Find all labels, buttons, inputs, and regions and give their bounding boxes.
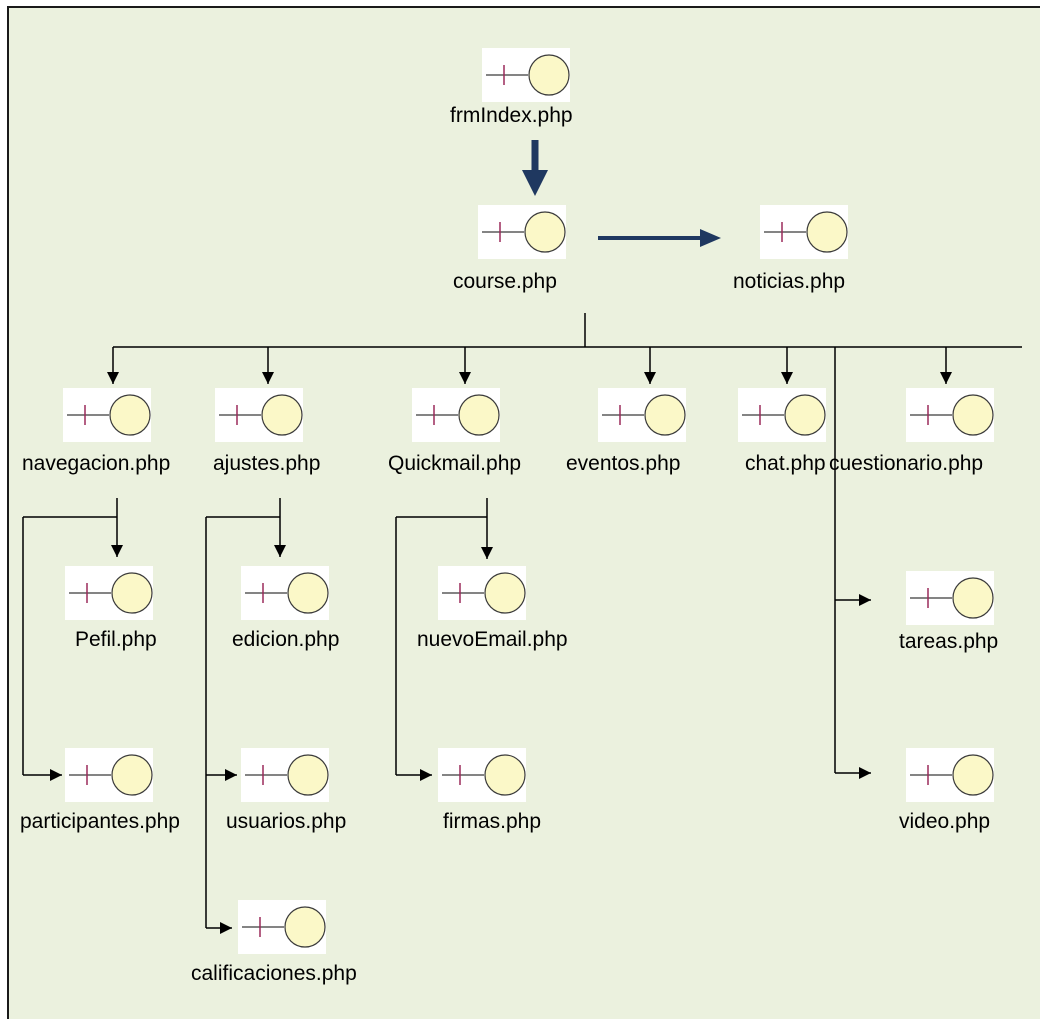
boundary-class-icon xyxy=(238,900,326,954)
node-label: firmas.php xyxy=(443,810,542,833)
boundary-class-icon xyxy=(65,566,153,620)
boundary-class-icon xyxy=(215,388,303,442)
node-label: usuarios.php xyxy=(226,810,347,833)
node-label: frmIndex.php xyxy=(450,104,573,127)
edge-frmindex-course xyxy=(522,140,548,196)
node-label: Quickmail.php xyxy=(388,452,522,475)
node-label: nuevoEmail.php xyxy=(417,628,568,651)
node-label: participantes.php xyxy=(20,810,180,833)
node-label: noticias.php xyxy=(733,270,846,293)
edge-ajustes-children xyxy=(205,498,286,934)
boundary-class-icon xyxy=(906,571,994,625)
boundary-class-icon xyxy=(738,388,826,442)
boundary-class-icon xyxy=(906,388,994,442)
boundary-class-icon xyxy=(412,388,500,442)
node-label: Pefil.php xyxy=(75,628,157,651)
boundary-class-icon xyxy=(63,388,151,442)
boundary-class-icon xyxy=(760,205,848,259)
node-label: ajustes.php xyxy=(213,452,321,475)
node-label: edicion.php xyxy=(232,628,340,651)
node-label: video.php xyxy=(899,810,991,833)
boundary-class-icon xyxy=(598,388,686,442)
node-label: navegacion.php xyxy=(22,452,171,475)
boundary-class-icon xyxy=(906,748,994,802)
boundary-class-icon xyxy=(478,205,566,259)
boundary-class-icon xyxy=(241,748,329,802)
node-label: course.php xyxy=(453,270,557,293)
edge-course-bus xyxy=(107,313,1022,779)
node-label: tareas.php xyxy=(899,630,999,653)
diagram-background xyxy=(7,6,1040,1019)
node-label: eventos.php xyxy=(566,452,681,475)
node-label: chat.php xyxy=(745,452,826,475)
boundary-class-icon xyxy=(241,566,329,620)
boundary-class-icon xyxy=(438,748,526,802)
node-label: calificaciones.php xyxy=(191,962,357,985)
edge-navegacion-children xyxy=(22,498,123,781)
node-label: cuestionario.php xyxy=(829,452,984,475)
boundary-class-icon xyxy=(65,748,153,802)
boundary-class-icon xyxy=(438,566,526,620)
boundary-class-icon xyxy=(482,48,570,102)
edge-quickmail-children xyxy=(395,498,493,781)
edge-course-noticias xyxy=(598,229,721,247)
